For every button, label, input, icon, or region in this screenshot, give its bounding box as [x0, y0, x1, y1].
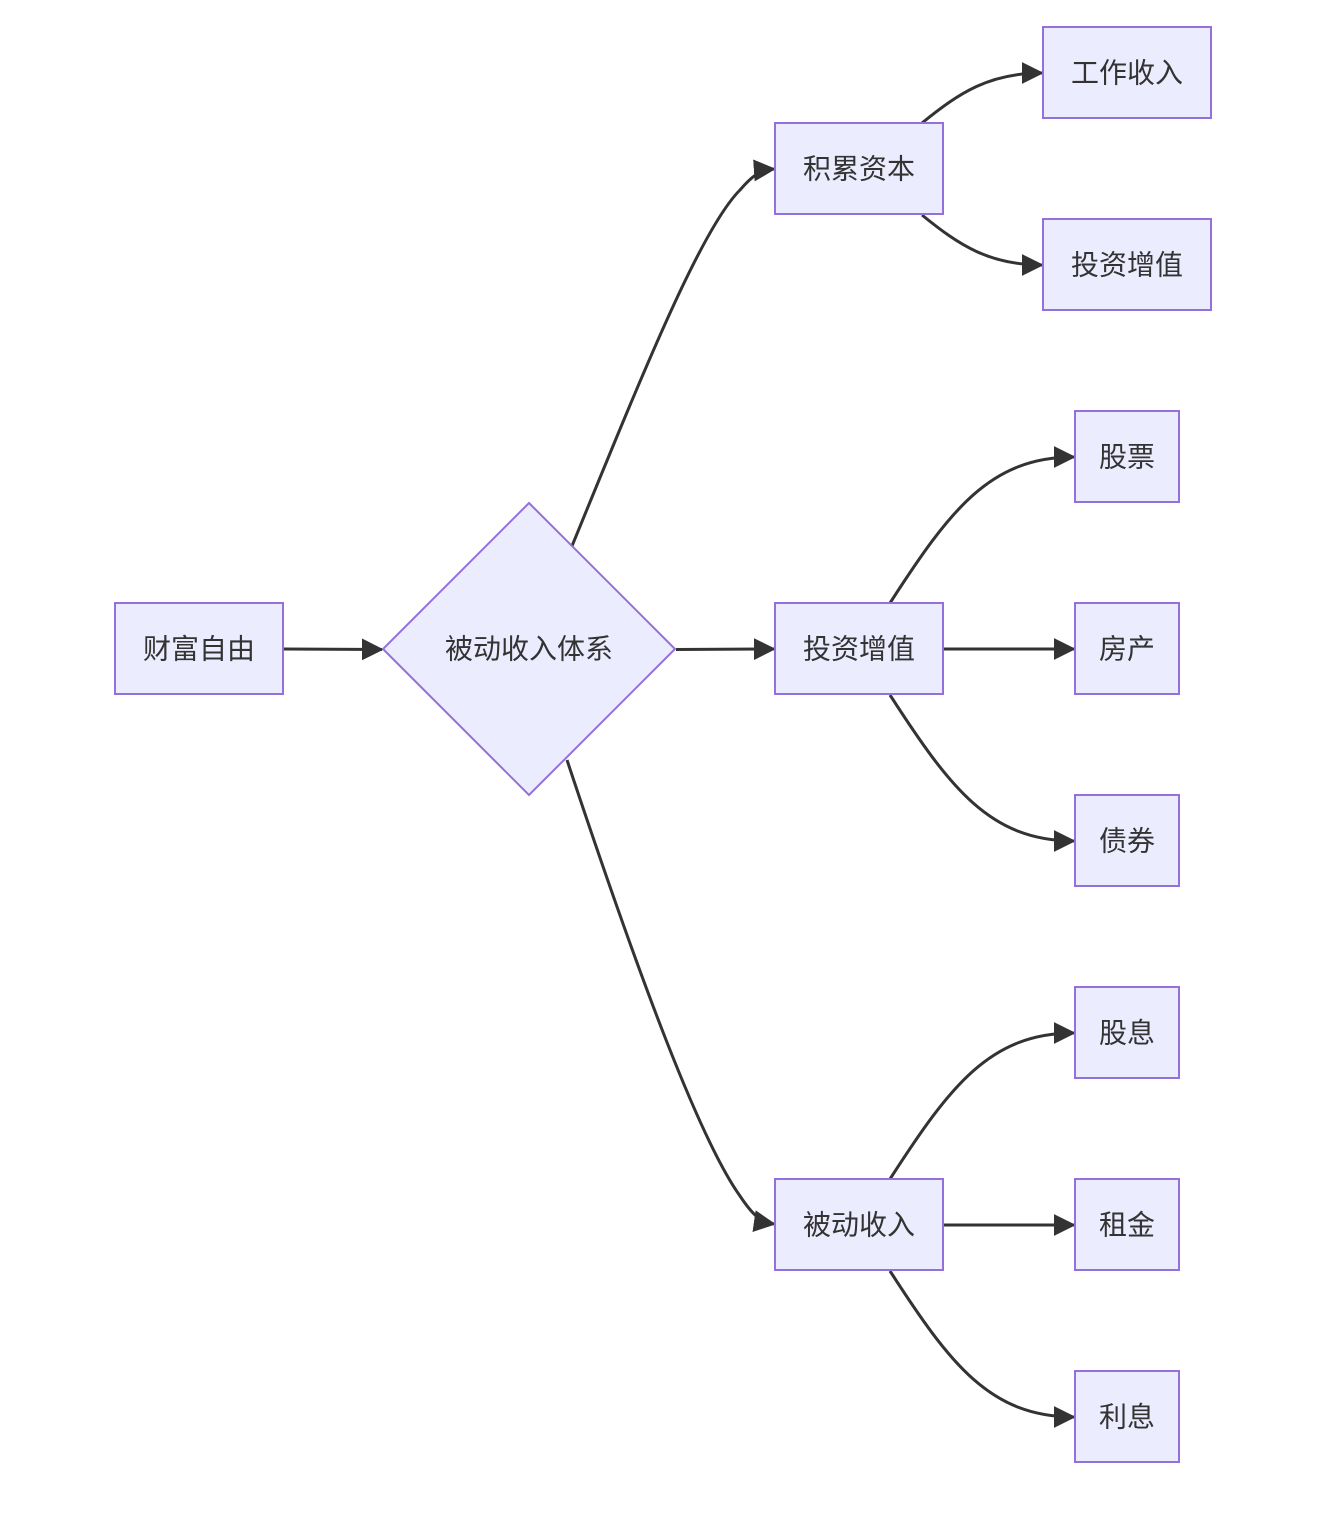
node-interest[interactable]: 利息 [1074, 1370, 1180, 1463]
edge-hub-to-invest [675, 638, 776, 661]
edge-invest-to-bonds [888, 694, 1076, 852]
node-label: 租金 [1099, 1209, 1155, 1242]
node-accumulate[interactable]: 积累资本 [774, 122, 944, 215]
node-root[interactable]: 财富自由 [114, 602, 284, 695]
node-label: 积累资本 [803, 153, 915, 186]
node-bonds[interactable]: 债券 [1074, 794, 1180, 887]
node-invest-growth[interactable]: 投资增值 [1042, 218, 1212, 311]
node-rent[interactable]: 租金 [1074, 1178, 1180, 1271]
edges [283, 62, 1076, 1428]
edge-hub-to-accumulate [570, 159, 776, 547]
edge-passive-to-dividends [888, 1022, 1076, 1180]
node-label: 投资增值 [803, 633, 915, 666]
node-label: 被动收入体系 [445, 633, 613, 666]
node-label: 财富自由 [143, 633, 255, 666]
edge-passive-to-interest [888, 1270, 1076, 1428]
node-work-income[interactable]: 工作收入 [1042, 26, 1212, 119]
node-label: 投资增值 [1071, 249, 1183, 282]
edge-accumulate-to-work-income [921, 62, 1044, 125]
edge-root-to-hub [283, 638, 384, 661]
node-label: 被动收入 [803, 1209, 915, 1242]
edge-accumulate-to-invest-growth [921, 213, 1044, 276]
node-label: 股息 [1099, 1017, 1155, 1050]
node-invest[interactable]: 投资增值 [774, 602, 944, 695]
node-stocks[interactable]: 股票 [1074, 410, 1180, 503]
node-label: 股票 [1099, 441, 1155, 474]
node-real-estate[interactable]: 房产 [1074, 602, 1180, 695]
node-passive[interactable]: 被动收入 [774, 1178, 944, 1271]
edge-hub-to-passive [565, 759, 776, 1233]
node-label: 利息 [1099, 1401, 1155, 1434]
node-dividends[interactable]: 股息 [1074, 986, 1180, 1079]
node-label: 债券 [1099, 825, 1155, 858]
node-label: 工作收入 [1071, 57, 1183, 90]
node-hub-decision[interactable]: 被动收入体系 [381, 501, 677, 797]
edge-invest-to-stocks [888, 446, 1076, 604]
node-label: 房产 [1099, 633, 1155, 666]
